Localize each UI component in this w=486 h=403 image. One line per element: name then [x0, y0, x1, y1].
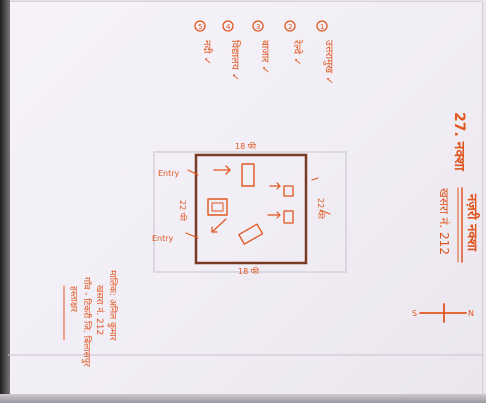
south-dimension: 18 फी: [238, 266, 260, 276]
paper-sheet: [8, 2, 482, 396]
footer-line-2-group: खसरा नं. 212: [94, 285, 105, 335]
svg-text:रेल्वे ✓: रेल्वे ✓: [291, 39, 303, 66]
khasra-number: खसरा नं. 212: [437, 188, 451, 255]
north-dim-group: 18 फी: [235, 141, 257, 151]
footer-owner: मालिक: अनिल कुमार: [107, 270, 119, 341]
plot-boundary: [194, 153, 308, 265]
footer-line-1-group: मालिक: अनिल कुमार: [107, 270, 119, 341]
svg-text:1: 1: [320, 23, 324, 31]
compass-south: S: [412, 309, 417, 318]
west-dim-group: 22 फी: [178, 200, 188, 222]
footer-khasra: खसरा नं. 212: [94, 285, 105, 335]
svg-text:विद्यालय ✓: विद्यालय ✓: [229, 40, 241, 81]
pencil-outline: [153, 151, 347, 273]
page-edge-shadow: [0, 0, 10, 403]
footer-village: गाँव - टिकरी जि. बिलासपुर: [81, 277, 93, 367]
exit-label-group: Entry: [152, 234, 174, 243]
room-block: [207, 198, 228, 216]
room-block-inner: [211, 202, 224, 212]
legend: 1 उत्तरामुख ✓ 2 रेल्वे ✓ 3 बाजार ✓ 4 विद…: [194, 20, 334, 85]
legend-item: 1 उत्तरामुख ✓: [316, 20, 334, 85]
west-dimension: 22 फी: [178, 200, 188, 222]
room-block: [241, 163, 255, 187]
arrow-icon: [185, 232, 199, 239]
legend-item: 5 नदी ✓: [194, 20, 213, 65]
room-block: [238, 223, 264, 245]
exit-label: Entry: [152, 234, 174, 243]
compass-icon: S N: [412, 303, 474, 323]
arrow-icon: [211, 218, 227, 233]
svg-text:2: 2: [288, 23, 292, 31]
dim-tick: [319, 209, 331, 215]
footer-signature: हस्ताक्षर: [68, 286, 78, 312]
arrow-icon: [267, 211, 281, 219]
south-dim-group: 18 फी: [238, 266, 260, 276]
entry-label-group: Entry: [158, 169, 180, 178]
khasra-group: खसरा नं. 212: [437, 188, 451, 255]
svg-text:4: 4: [226, 23, 231, 31]
map-heading: नज़री नक्शा: [464, 193, 480, 252]
page-title-group: 27. नक्शा: [451, 112, 467, 172]
svg-text:बाजार ✓: बाजार ✓: [259, 40, 270, 74]
page-title: 27. नक्शा: [451, 112, 467, 172]
compass-north: N: [468, 309, 474, 318]
svg-text:उत्तरामुख ✓: उत्तरामुख ✓: [323, 40, 334, 85]
footer-line-4-group: हस्ताक्षर: [68, 286, 78, 312]
legend-item: 3 बाजार ✓: [252, 20, 270, 74]
page-bottom-shadow: [0, 394, 486, 403]
entry-label: Entry: [158, 169, 180, 178]
room-block: [283, 185, 294, 197]
arrow-icon: [213, 165, 231, 175]
arrow-icon: [269, 182, 281, 190]
room-block: [283, 210, 294, 224]
legend-item: 4 विद्यालय ✓: [222, 20, 241, 81]
footer-line-3-group: गाँव - टिकरी जि. बिलासपुर: [81, 277, 93, 367]
arrow-icon: [187, 169, 199, 176]
legend-item: 2 रेल्वे ✓: [284, 20, 303, 66]
north-dimension: 18 फी: [235, 141, 257, 151]
east-dim-group: 22 फी: [316, 198, 326, 220]
dim-tick: [311, 177, 319, 181]
svg-text:3: 3: [256, 23, 260, 31]
svg-text:नदी ✓: नदी ✓: [201, 40, 213, 65]
svg-text:5: 5: [198, 23, 202, 31]
heading-group: नज़री नक्शा: [464, 193, 480, 252]
east-dimension: 22 फी: [316, 198, 326, 220]
